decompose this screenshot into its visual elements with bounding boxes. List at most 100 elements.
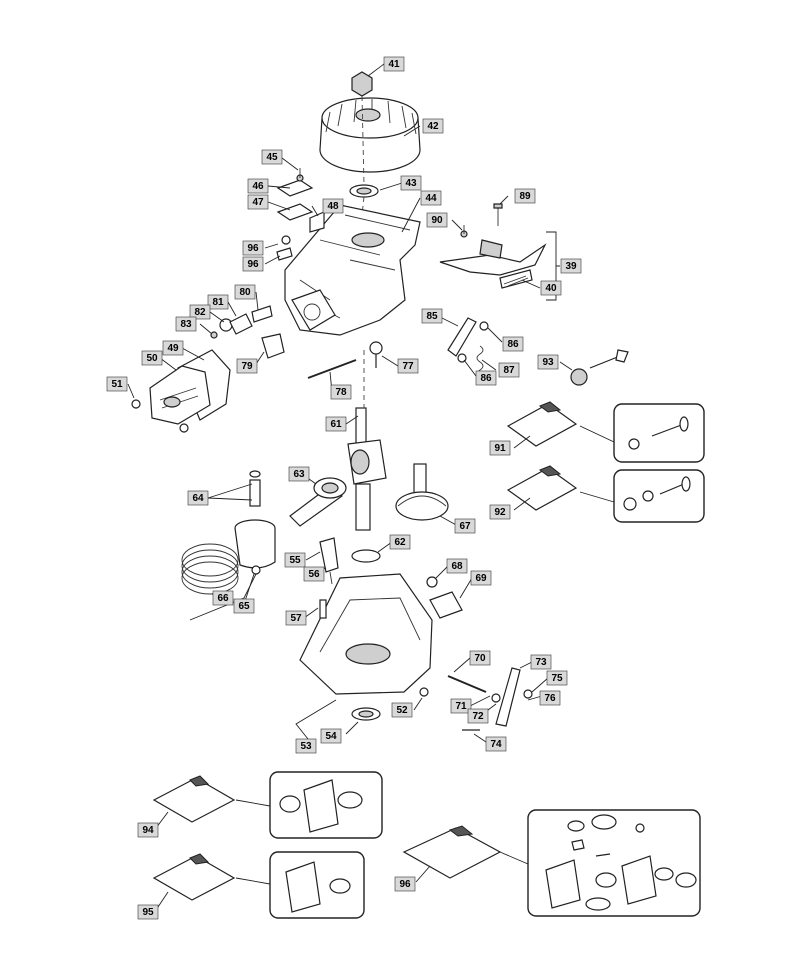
callout-box (242, 240, 264, 256)
flywheel (319, 97, 421, 173)
callout-55: 55 (284, 552, 306, 568)
piston-pin (249, 470, 261, 507)
callout-box (189, 304, 211, 320)
callout-65: 65 (233, 598, 255, 614)
callout-73: 73 (530, 654, 552, 670)
callout-box (485, 736, 507, 752)
callout-box (397, 358, 419, 374)
callout-number: 96 (247, 243, 259, 254)
oil-seal-upper (351, 549, 381, 563)
callout-box (560, 258, 582, 274)
callout-number: 46 (252, 181, 264, 192)
callout-box (137, 822, 159, 838)
valve-kit-panel-92 (579, 469, 705, 523)
callout-96a: 96 (242, 240, 264, 256)
throttle-linkage (439, 203, 547, 289)
callout-62: 62 (389, 534, 411, 550)
carb-spacer-parts (210, 305, 285, 359)
callout-91: 91 (489, 440, 511, 456)
callout-number: 94 (142, 825, 154, 836)
callout-box (320, 728, 342, 744)
callout-box (470, 570, 492, 586)
callout-number: 89 (519, 191, 531, 202)
callout-number: 57 (290, 613, 302, 624)
callout-box (426, 212, 448, 228)
callout-number: 43 (405, 178, 417, 189)
callout-70: 70 (469, 650, 491, 666)
callout-number: 72 (472, 711, 484, 722)
callout-number: 66 (217, 593, 229, 604)
callout-56: 56 (303, 566, 325, 582)
callout-box (489, 504, 511, 520)
callout-box (450, 698, 472, 714)
callout-number: 74 (490, 739, 502, 750)
callout-box (422, 118, 444, 134)
callout-box (325, 416, 347, 432)
piston-clip (251, 565, 261, 575)
gasket-kit-bag-96 (402, 825, 502, 879)
gasket-kit-panel-96 (499, 809, 701, 917)
callout-83: 83 (175, 316, 197, 332)
callout-number: 79 (241, 361, 253, 372)
callout-number: 95 (142, 907, 154, 918)
callout-51: 51 (106, 376, 128, 392)
callout-number: 75 (551, 673, 563, 684)
callout-number: 61 (330, 419, 342, 430)
callout-box (469, 650, 491, 666)
callout-number: 92 (494, 507, 506, 518)
callout-number: 76 (544, 693, 556, 704)
gasket-kit-panel-95 (235, 851, 365, 919)
callout-77: 77 (397, 358, 419, 374)
callout-number: 49 (167, 343, 179, 354)
callout-box (236, 358, 258, 374)
flywheel-nut (351, 71, 373, 97)
valve-kit-panel-91 (579, 403, 705, 463)
callout-box (394, 876, 416, 892)
callout-box (247, 194, 269, 210)
callout-50: 50 (141, 350, 163, 366)
callout-49: 49 (162, 340, 184, 356)
callout-box (330, 384, 352, 400)
callout-box (234, 284, 256, 300)
callout-number: 51 (111, 379, 123, 390)
callout-number: 44 (425, 193, 437, 204)
callout-85: 85 (421, 308, 443, 324)
callout-box (141, 350, 163, 366)
callout-box (502, 336, 524, 352)
governor-plates (276, 168, 325, 261)
callout-79: 79 (236, 358, 258, 374)
callout-66: 66 (212, 590, 234, 606)
callout-box (383, 56, 405, 72)
callout-number: 39 (565, 261, 577, 272)
gasket-kit-bag-94 (152, 775, 236, 823)
pushrod (307, 359, 357, 379)
callout-42: 42 (422, 118, 444, 134)
callout-box (389, 534, 411, 550)
callout-92: 92 (489, 504, 511, 520)
callout-box (137, 904, 159, 920)
drain-plug (419, 687, 429, 697)
callout-box (284, 552, 306, 568)
callout-82: 82 (189, 304, 211, 320)
callout-43: 43 (400, 175, 422, 191)
callout-box (187, 490, 209, 506)
callout-number: 71 (455, 701, 467, 712)
callout-box (212, 590, 234, 606)
callout-box (322, 198, 344, 214)
callout-93: 93 (537, 354, 559, 370)
callout-number: 47 (252, 197, 264, 208)
callout-box (207, 294, 229, 310)
valve-assembly (570, 349, 629, 386)
callout-number: 78 (335, 387, 347, 398)
callout-box (421, 308, 443, 324)
callout-number: 63 (293, 469, 305, 480)
camshaft (395, 463, 449, 521)
callout-box (475, 370, 497, 386)
callout-75: 75 (546, 670, 568, 686)
leader-lines (127, 63, 573, 911)
muffler-guard (131, 349, 231, 433)
callout-number: 62 (394, 537, 406, 548)
callout-80: 80 (234, 284, 256, 300)
